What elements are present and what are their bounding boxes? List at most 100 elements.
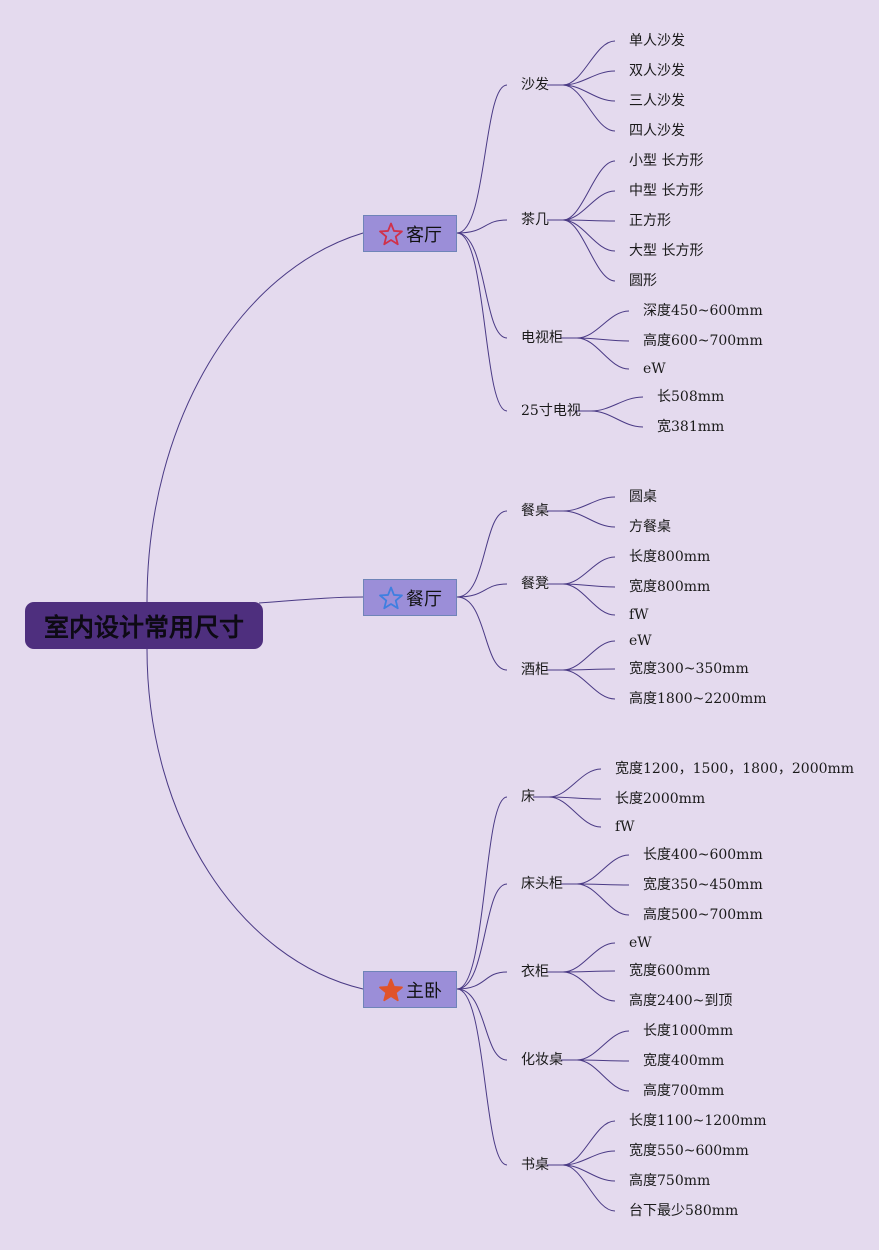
leaf-node[interactable]: 双人沙发 bbox=[629, 63, 685, 79]
child-leaf-link bbox=[561, 854, 630, 885]
leaf-node[interactable]: 圆桌 bbox=[629, 489, 657, 505]
branch-node[interactable]: 客厅 bbox=[363, 215, 457, 252]
leaf-node[interactable]: 高度600~700mm bbox=[643, 333, 763, 349]
child-leaf-link bbox=[547, 219, 616, 282]
leaf-node[interactable]: 正方形 bbox=[629, 213, 671, 229]
branch-child-link bbox=[456, 583, 508, 598]
child-leaf-link bbox=[547, 942, 616, 973]
child-leaf-link bbox=[547, 583, 616, 616]
child-leaf-link bbox=[547, 84, 616, 102]
leaf-node[interactable]: 长度800mm bbox=[629, 549, 711, 565]
root-node[interactable]: 室内设计常用尺寸 bbox=[25, 602, 263, 649]
child-leaf-link bbox=[547, 1120, 616, 1166]
child-node[interactable]: 书桌 bbox=[521, 1157, 549, 1173]
leaf-node[interactable]: 宽度350~450mm bbox=[643, 877, 763, 893]
leaf-node[interactable]: fW bbox=[629, 607, 649, 623]
child-leaf-link bbox=[547, 640, 616, 671]
leaf-node[interactable]: 四人沙发 bbox=[629, 123, 685, 139]
branch-child-link bbox=[456, 510, 508, 598]
child-leaf-link bbox=[547, 1164, 616, 1182]
child-node[interactable]: 床 bbox=[521, 789, 535, 805]
child-leaf-link bbox=[547, 40, 616, 86]
child-node[interactable]: 餐桌 bbox=[521, 503, 549, 519]
child-leaf-link bbox=[561, 1059, 630, 1092]
child-node[interactable]: 25寸电视 bbox=[521, 403, 581, 419]
leaf-node[interactable]: eW bbox=[629, 633, 652, 649]
child-node[interactable]: 酒柜 bbox=[521, 662, 549, 678]
branch-node[interactable]: 主卧 bbox=[363, 971, 457, 1008]
leaf-node[interactable]: 大型 长方形 bbox=[629, 243, 704, 259]
leaf-node[interactable]: 圆形 bbox=[629, 273, 657, 289]
child-leaf-link bbox=[547, 496, 616, 512]
child-node[interactable]: 茶几 bbox=[521, 212, 549, 228]
branch-label: 餐厅 bbox=[406, 588, 442, 610]
child-node[interactable]: 床头柜 bbox=[521, 876, 563, 892]
leaf-node[interactable]: 高度500~700mm bbox=[643, 907, 763, 923]
leaf-node[interactable]: 中型 长方形 bbox=[629, 183, 704, 199]
child-leaf-link bbox=[547, 556, 616, 585]
leaf-node[interactable]: 长度1100~1200mm bbox=[629, 1113, 767, 1129]
branch-child-link bbox=[456, 988, 508, 1166]
child-leaf-link bbox=[547, 84, 616, 132]
child-leaf-link bbox=[575, 410, 644, 428]
leaf-node[interactable]: 高度750mm bbox=[629, 1173, 711, 1189]
leaf-node[interactable]: 长度400~600mm bbox=[643, 847, 763, 863]
leaf-node[interactable]: 长度2000mm bbox=[615, 791, 706, 807]
leaf-node[interactable]: 单人沙发 bbox=[629, 33, 685, 49]
child-leaf-link bbox=[561, 337, 630, 370]
child-leaf-link bbox=[547, 160, 616, 221]
leaf-node[interactable]: 长508mm bbox=[657, 389, 725, 405]
child-leaf-link bbox=[533, 796, 602, 828]
leaf-node[interactable]: 高度2400~到顶 bbox=[629, 993, 733, 1009]
child-leaf-link bbox=[561, 1030, 630, 1061]
child-leaf-link bbox=[547, 510, 616, 528]
leaf-node[interactable]: eW bbox=[643, 361, 666, 377]
leaf-node[interactable]: 宽度300~350mm bbox=[629, 661, 749, 677]
leaf-node[interactable]: 台下最少580mm bbox=[629, 1203, 739, 1219]
leaf-node[interactable]: 小型 长方形 bbox=[629, 153, 704, 169]
branch-child-link bbox=[456, 883, 508, 990]
root-branch-link bbox=[146, 232, 364, 603]
root-branch-link bbox=[258, 596, 364, 604]
leaf-node[interactable]: 宽度400mm bbox=[643, 1053, 725, 1069]
branch-child-link bbox=[456, 232, 508, 339]
child-node[interactable]: 餐凳 bbox=[521, 576, 549, 592]
leaf-node[interactable]: 高度1800~2200mm bbox=[629, 691, 767, 707]
child-leaf-link bbox=[547, 190, 616, 221]
child-leaf-link bbox=[575, 396, 644, 412]
child-leaf-link bbox=[533, 768, 602, 798]
branch-child-link bbox=[456, 596, 508, 671]
branch-child-link bbox=[456, 84, 508, 234]
leaf-node[interactable]: 宽381mm bbox=[657, 419, 725, 435]
leaf-node[interactable]: 长度1000mm bbox=[643, 1023, 734, 1039]
branch-label: 主卧 bbox=[406, 980, 442, 1002]
leaf-node[interactable]: 宽度600mm bbox=[629, 963, 711, 979]
child-leaf-link bbox=[561, 883, 630, 916]
leaf-node[interactable]: 深度450~600mm bbox=[643, 303, 763, 319]
child-node[interactable]: 衣柜 bbox=[521, 964, 549, 980]
child-node[interactable]: 电视柜 bbox=[521, 330, 563, 346]
leaf-node[interactable]: 方餐桌 bbox=[629, 519, 671, 535]
branch-child-link bbox=[456, 219, 508, 234]
root-label: 室内设计常用尺寸 bbox=[43, 612, 244, 642]
child-leaf-link bbox=[547, 669, 616, 700]
leaf-node[interactable]: fW bbox=[615, 819, 635, 835]
star-outline-icon bbox=[379, 586, 403, 609]
star-filled-icon bbox=[379, 978, 403, 1001]
leaf-node[interactable]: 宽度1200，1500，1800，2000mm bbox=[615, 761, 855, 777]
leaf-node[interactable]: eW bbox=[629, 935, 652, 951]
branch-child-link bbox=[456, 971, 508, 990]
child-node[interactable]: 沙发 bbox=[521, 77, 549, 93]
leaf-node[interactable]: 宽度800mm bbox=[629, 579, 711, 595]
child-leaf-link bbox=[561, 310, 630, 339]
branch-child-link bbox=[456, 796, 508, 990]
leaf-node[interactable]: 三人沙发 bbox=[629, 93, 685, 109]
branch-child-link bbox=[456, 232, 508, 412]
leaf-node[interactable]: 高度700mm bbox=[643, 1083, 725, 1099]
child-leaf-link bbox=[547, 1164, 616, 1212]
root-branch-link bbox=[146, 648, 364, 990]
child-node[interactable]: 化妆桌 bbox=[521, 1052, 563, 1068]
branch-node[interactable]: 餐厅 bbox=[363, 579, 457, 616]
leaf-node[interactable]: 宽度550~600mm bbox=[629, 1143, 749, 1159]
